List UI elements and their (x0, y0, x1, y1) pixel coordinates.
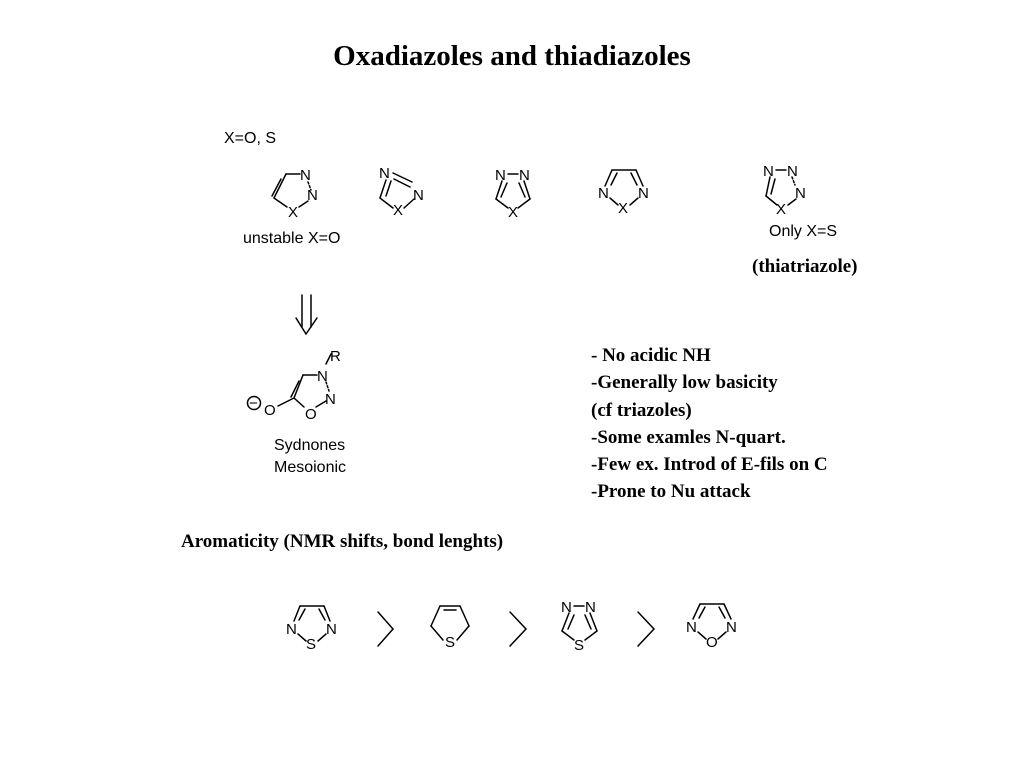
atom-label: N (317, 368, 328, 385)
greater-than-sign-icon (509, 611, 527, 647)
atom-label: N (561, 599, 572, 616)
thiatriazole-label: (thiatriazole) (752, 256, 858, 277)
134-thiadiazole-structure: N N S (561, 599, 598, 654)
properties-list-item: - No acidic NH (591, 345, 711, 366)
atom-label: N (413, 187, 424, 204)
atom-label: N (495, 167, 506, 184)
atom-label: N (686, 619, 697, 636)
aromaticity-heading: Aromaticity (NMR shifts, bond lenghts) (181, 531, 504, 552)
atom-label: N (286, 621, 297, 638)
123-oxadiazole-structure: N N X (271, 167, 318, 221)
thiatriazole-structure: N N N X (763, 163, 806, 218)
atom-label: O (264, 402, 276, 419)
atom-label: N (307, 187, 318, 204)
atom-label: N (585, 599, 596, 616)
atom-label: N (379, 165, 390, 182)
atom-label: N (726, 619, 737, 636)
atom-label: N (325, 391, 336, 408)
x-definition-label: X=O, S (224, 130, 277, 147)
properties-list-item: -Generally low basicity (591, 372, 778, 394)
atom-label: N (795, 185, 806, 202)
atom-label: N (787, 163, 798, 180)
greater-than-sign-icon (637, 611, 655, 647)
properties-list-item: -Prone to Nu attack (591, 481, 751, 503)
atom-label: O (706, 634, 718, 651)
124-oxadiazole-structure: N N X (379, 165, 424, 219)
125-thiadiazole-structure: N N S (286, 605, 337, 653)
atom-label: N (763, 163, 774, 180)
atom-label: X (393, 202, 403, 219)
atom-label: R (330, 348, 341, 365)
minus-charge-icon: − (249, 395, 258, 412)
atom-label: N (598, 185, 609, 202)
properties-list-item: -Few ex. Introd of E-fils on C (591, 454, 828, 476)
double-arrow-icon (295, 294, 318, 335)
sydnone-structure: R N N O O − (246, 348, 341, 423)
atom-label: O (305, 406, 317, 423)
atom-label: N (300, 167, 311, 184)
atom-label: N (638, 185, 649, 202)
page-title: Oxadiazoles and thiadiazoles (333, 40, 691, 72)
125-oxadiazole-structure: N N X (598, 169, 649, 217)
sydnones-label: Sydnones (274, 437, 346, 454)
atom-label: N (519, 167, 530, 184)
greater-than-sign-icon (377, 611, 394, 647)
only-s-label: Only X=S (769, 223, 838, 240)
properties-list-item: -Some examles N-quart. (591, 426, 786, 448)
atom-label: X (288, 204, 298, 221)
atom-label: X (618, 200, 628, 217)
unstable-label: unstable X=O (243, 230, 341, 247)
atom-label: S (445, 634, 455, 651)
atom-label: S (574, 637, 584, 654)
mesoionic-label: Mesoionic (274, 459, 347, 476)
134-oxadiazole-structure: N N X (495, 167, 531, 221)
properties-list: - No acidic NH -Generally low basicity (… (591, 342, 828, 506)
thiophene-structure: S (430, 605, 470, 651)
atom-label: X (508, 204, 518, 221)
atom-label: S (306, 636, 316, 653)
furazan-structure: N N O (686, 603, 737, 651)
atom-label: N (326, 621, 337, 638)
properties-list-item: (cf triazoles) (591, 399, 692, 421)
atom-label: X (776, 201, 786, 218)
